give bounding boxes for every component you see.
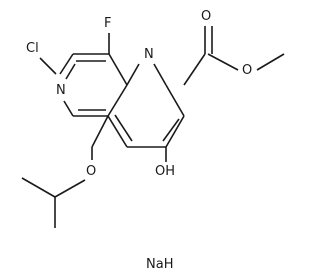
bond bbox=[114, 114, 133, 142]
molecule-structure: Cl F N N O O O OH NaH bbox=[21, 9, 285, 272]
bond bbox=[91, 115, 109, 148]
bond bbox=[39, 57, 57, 75]
fluorine-label: F bbox=[104, 16, 111, 31]
quinoline-nitrogen-label: N bbox=[144, 47, 154, 62]
bond bbox=[54, 179, 86, 198]
bond bbox=[153, 63, 167, 86]
bond bbox=[126, 63, 140, 86]
ester-oxygen-label: O bbox=[242, 63, 252, 78]
bond bbox=[63, 100, 74, 117]
bond bbox=[59, 53, 74, 75]
bond bbox=[21, 177, 56, 198]
bond bbox=[107, 84, 128, 117]
counterion-label: NaH bbox=[146, 257, 173, 272]
bond bbox=[107, 115, 128, 148]
hydroxyl-label: OH bbox=[155, 164, 175, 179]
bond bbox=[256, 53, 285, 71]
bond bbox=[165, 84, 185, 117]
structure-canvas: Cl F N N O O O OH NaH bbox=[21, 9, 285, 272]
bond bbox=[65, 63, 76, 80]
bond bbox=[108, 53, 128, 86]
bond bbox=[183, 53, 206, 86]
chlorine-label: Cl bbox=[26, 41, 39, 56]
bond bbox=[162, 118, 180, 142]
bond bbox=[207, 53, 239, 71]
bond bbox=[165, 115, 185, 148]
pyridine-nitrogen-label: N bbox=[56, 83, 66, 98]
isopropoxy-oxygen-label: O bbox=[86, 164, 96, 179]
carbonyl-oxygen-label: O bbox=[201, 9, 211, 24]
